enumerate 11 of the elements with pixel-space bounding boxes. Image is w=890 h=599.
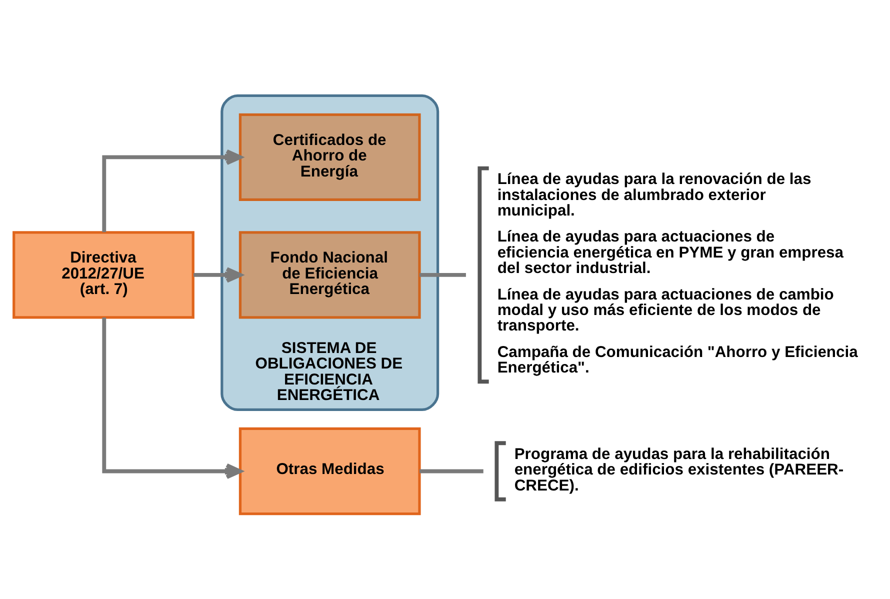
arrow — [102, 149, 242, 232]
node-box: Otras Medidas — [238, 427, 421, 516]
node-box: Certificados de Ahorro de Energía — [238, 113, 421, 202]
connector — [420, 469, 484, 474]
connector — [420, 273, 466, 277]
node-text: Línea de ayudas para la renovación de las instalaciones de alumbrado exterior municipal. Línea de ayudas para actuaciones de eficiencia energética en PYME y gran empresa del sector industrial. Línea de ayudas para actuaciones de cambio modal y uso más eficiente de los modos de transporte. Campaña de Comunicación "Ahorro y Eficiencia Energética". — [497, 171, 858, 377]
arrow — [194, 267, 242, 283]
arrow — [102, 318, 242, 480]
node-box: Fondo Nacional de Eficiencia Energética — [238, 231, 421, 319]
node-box: Directiva 2012/27/UE (art. 7) — [12, 231, 194, 319]
node-text: Programa de ayudas para la rehabilitación energética de edificios existentes (PAREER-CRECE). — [514, 446, 844, 494]
